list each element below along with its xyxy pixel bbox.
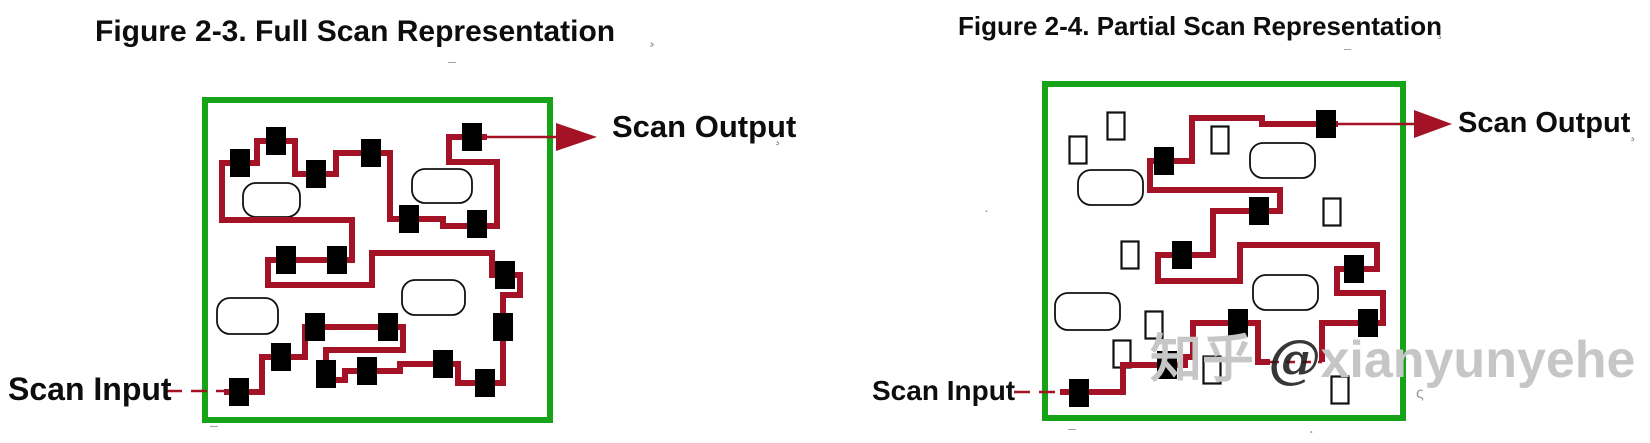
fig-2-3-scan-cell [433, 350, 453, 378]
fig-2-3-scan-cell [266, 127, 286, 155]
fig-2-4-scan-cell [1069, 379, 1089, 407]
fig-2-3-scan-cell [378, 313, 398, 341]
fig-2-3-scan-cell [305, 313, 325, 341]
fig-2-3-scan-cell [361, 139, 381, 167]
fig-2-3-logic-cloud [216, 297, 279, 335]
fig-2-4-scan-cell [1172, 241, 1192, 269]
fig-2-3-scan-cell [493, 313, 513, 341]
fig-2-4-scan-cell [1154, 147, 1174, 175]
fig-2-3-scan-path [219, 134, 523, 395]
fig-2-4-scan-cell [1157, 351, 1177, 379]
fig-2-4-scan-cell [1228, 309, 1248, 337]
fig-2-3-logic-cloud [242, 182, 301, 218]
fig-2-4-nonscan-cell [1330, 375, 1350, 405]
fig-2-4-nonscan-cell [1068, 135, 1088, 165]
figure-2-3-title: Figure 2-3. Full Scan Representation [95, 15, 616, 48]
figure-2-3-scan-input-label: Scan Input [8, 371, 172, 407]
fig-2-4-logic-cloud [1077, 169, 1144, 206]
fig-2-4-logic-cloud [1249, 142, 1316, 179]
fig-2-3-logic-cloud [411, 168, 473, 204]
fig-2-3-scan-cell [475, 369, 495, 397]
fig-2-3-scan-cell [327, 246, 347, 274]
figure-2-4-title: Figure 2-4. Partial Scan Representation [958, 11, 1443, 41]
fig-2-3-scan-cell [399, 205, 419, 233]
fig-2-4-nonscan-cell [1120, 240, 1140, 270]
fig-2-4-nonscan-cell [1106, 111, 1126, 141]
fig-2-3-scan-cell [229, 378, 249, 406]
fig-2-3-scan-cell [276, 246, 296, 274]
fig-2-4-nonscan-cell [1144, 310, 1164, 340]
fig-2-4-logic-cloud [1252, 274, 1319, 311]
fig-2-4-scan-cell [1316, 110, 1336, 138]
fig-2-4-nonscan-cell [1322, 197, 1342, 227]
fig-2-3-scan-cell [271, 343, 291, 371]
fig-2-3-scan-cell [462, 123, 482, 151]
fig-2-3-scan-cell [306, 160, 326, 188]
fig-2-3-scan-output-arrowhead [556, 123, 597, 151]
fig-2-4-nonscan-cell [1210, 125, 1230, 155]
fig-2-3-scan-boundary-box [202, 97, 553, 423]
fig-2-3-scan-cell [316, 360, 336, 388]
fig-2-4-nonscan-cell [1202, 355, 1222, 385]
figure-2-3-scan-output-label: Scan Output [612, 109, 797, 144]
fig-2-4-scan-cell [1358, 309, 1378, 337]
fig-2-4-logic-cloud [1054, 292, 1121, 331]
fig-2-3-logic-cloud [401, 279, 466, 316]
fig-2-4-scan-output-arrowhead [1414, 110, 1452, 138]
fig-2-4-scan-cell [1249, 197, 1269, 225]
figure-2-4-scan-input-label: Scan Input [872, 375, 1016, 406]
fig-2-3-scan-cell [357, 357, 377, 385]
fig-2-3-scan-cell [230, 149, 250, 177]
fig-2-3-scan-cell [467, 210, 487, 238]
fig-2-4-scan-cell [1344, 255, 1364, 283]
fig-2-4-scan-path [1147, 115, 1386, 362]
fig-2-4-scan-path [1060, 320, 1270, 395]
figure-2-4-scan-output-label: Scan Output [1458, 107, 1631, 139]
fig-2-4-scan-boundary-box [1042, 81, 1406, 421]
fig-2-3-scan-cell [495, 261, 515, 289]
